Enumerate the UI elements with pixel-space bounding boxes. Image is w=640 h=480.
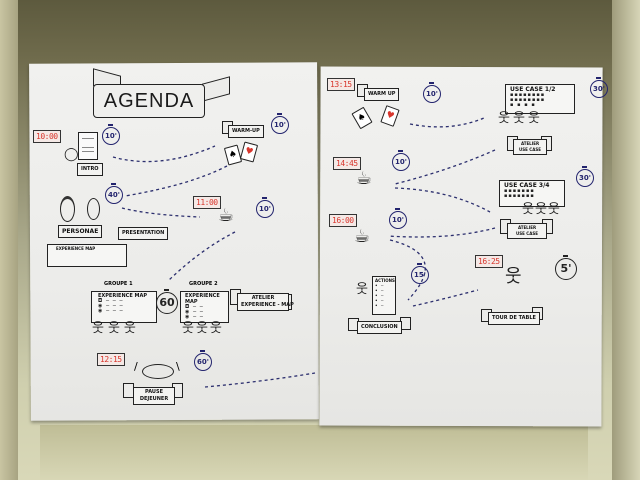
timer-atelier: 60: [156, 289, 178, 314]
action-list: • ─• ─• ─• ─• ─: [375, 283, 385, 308]
timer-coffee-2: 10': [392, 150, 410, 171]
sticky-notes-grid: ▪▪▪▪▪▪▪▪▪▪▪▪▪▪: [504, 188, 535, 199]
banner-warmup-2: WARM UP: [364, 88, 400, 101]
experience-map-label: EXPERIENCE MAP: [56, 246, 96, 251]
clock-lunch: 12:15: [97, 353, 125, 366]
whiteboard-bottom: [40, 425, 588, 480]
banner-pause-dejeuner: PAUSE DEJEUNER: [133, 387, 175, 405]
timer-tour-de-table: 5': [555, 255, 577, 280]
clock-coffee-3: 16:00: [329, 214, 357, 227]
groupe-2-board-title: EXPERIENCE MAP: [185, 293, 220, 305]
checklist-icon: ◘ ─ ─◉ ─ ─◉ ─ ─: [185, 304, 204, 320]
wall-right: [612, 0, 640, 480]
paper-sheet-icon: [78, 132, 98, 160]
banner-line-1: ATELIER: [520, 141, 540, 146]
banner-tour-de-table: TOUR DE TABLE: [488, 312, 540, 325]
groupe-1-board: EXPERIENCE MAP ◘ ─ ─ ─◉ ─ ─ ─◉ ─ ─ ─: [91, 291, 157, 323]
sticky-notes-grid: ▪▪▪▪▪▪▪▪▪▪▪▪▪▪▪▪▪ ▪ ▪ ▪: [510, 92, 546, 108]
face-icon: [87, 198, 100, 220]
waving-person-icon: 웃: [505, 266, 522, 287]
banner-line-1: ATELIER: [517, 225, 537, 230]
timer-warmup: 10': [271, 113, 289, 134]
use-case-3-4-board: USE CASE 3/4 ▪▪▪▪▪▪▪▪▪▪▪▪▪▪: [499, 180, 565, 207]
banner-line-1: PAUSE: [145, 389, 163, 395]
presenter-icon: ◯: [64, 147, 79, 162]
banner-line-2: DEJEUNER: [139, 396, 169, 402]
group-of-three-icon: 웃웃웃: [522, 202, 561, 217]
coffee-cup-icon: ☕: [218, 205, 235, 226]
checklist-icon: ◘ ─ ─ ─◉ ─ ─ ─◉ ─ ─ ─: [98, 298, 124, 314]
timer-coffee: 10': [256, 197, 274, 218]
fork-icon: \: [176, 360, 180, 373]
presenter-icon: 웃: [356, 282, 368, 297]
experience-map-board: EXPERIENCE MAP: [47, 244, 127, 267]
banner-conclusion: CONCLUSION: [357, 321, 402, 334]
banner-atelier-use-case-1: ATELIER USE CASE: [513, 139, 547, 155]
banner-atelier-experience-map: ATELIER EXPERIENCE - MAP: [237, 293, 294, 311]
plate-icon: [142, 364, 174, 379]
banner-line-2: USE CASE: [519, 147, 541, 152]
banner-presentation: PRESENTATION: [118, 227, 169, 240]
use-case-3-4-title: USE CASE 3/4: [504, 182, 550, 189]
groupe-1-title: GROUPE 1: [104, 281, 133, 287]
clock-coffee: 11:00: [193, 196, 221, 209]
agenda-title: AGENDA: [93, 84, 205, 118]
wall-left: [0, 0, 18, 480]
timer-use-case-1-2: 30': [590, 77, 608, 98]
use-case-1-2-title: USE CASE 1/2: [510, 86, 556, 93]
use-case-1-2-board: USE CASE 1/2 ▪▪▪▪▪▪▪▪▪▪▪▪▪▪▪▪▪ ▪ ▪ ▪: [505, 84, 575, 114]
banner-warmup: WARM-UP: [228, 125, 264, 138]
groupe-1-board-title: EXPERIENCE MAP: [98, 293, 147, 299]
timer-use-case-3-4: 30': [576, 166, 594, 187]
coffee-cup-icon: ☕: [356, 168, 373, 189]
banner-intro: INTRO: [77, 163, 103, 176]
group-of-three-icon: 웃웃웃: [498, 111, 543, 126]
timer-lunch: 60': [194, 350, 212, 371]
banner-line-1: ATELIER: [251, 295, 275, 301]
clock-warmup: 13:15: [327, 78, 355, 91]
timer-conclusion: 15': [411, 263, 429, 284]
face-icon: [60, 196, 75, 222]
clock-tour-de-table: 16:25: [475, 255, 503, 268]
clock-intro: 10:00: [33, 130, 61, 143]
timer-coffee-3: 10': [389, 208, 407, 229]
banner-line-2: EXPERIENCE - MAP: [241, 302, 294, 308]
clock-coffee-2: 14:45: [333, 157, 361, 170]
groupe-2-board: EXPERIENCE MAP ◘ ─ ─◉ ─ ─◉ ─ ─: [180, 291, 229, 323]
groupe-2-title: GROUPE 2: [189, 281, 218, 287]
timer-personae: 40': [105, 183, 123, 204]
group-of-three-icon: 웃웃웃: [182, 321, 224, 336]
banner-personae: PERSONAE: [58, 225, 103, 238]
banner-line-2: USE CASE: [516, 231, 538, 236]
actions-board: ACTIONS • ─• ─• ─• ─• ─: [372, 276, 396, 315]
timer-warmup-2: 10': [423, 82, 441, 103]
coffee-cup-icon: ☕: [354, 226, 371, 247]
knife-icon: /: [134, 360, 138, 373]
banner-atelier-use-case-2: ATELIER USE CASE: [507, 223, 547, 239]
actions-title: ACTIONS: [375, 278, 395, 283]
timer-intro: 10': [102, 124, 120, 145]
group-of-three-icon: 웃웃웃: [92, 321, 140, 336]
